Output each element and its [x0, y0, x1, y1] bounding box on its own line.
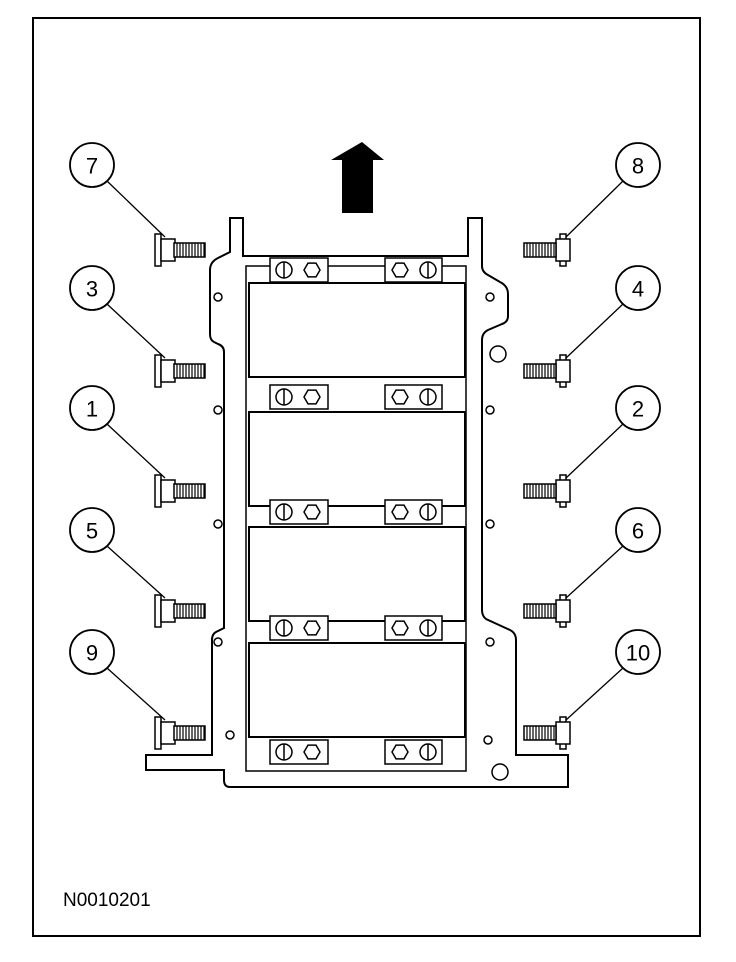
locating-hole [213, 519, 223, 529]
callout-circle [69, 385, 115, 431]
locating-hole [485, 637, 495, 647]
callout-number: 1 [86, 397, 98, 422]
bearing-cap-pocket [248, 282, 466, 378]
bearing-cap-pocket [248, 411, 466, 507]
flange-bolt-icon [154, 474, 206, 508]
leader-line [106, 423, 166, 479]
bearing-caps [248, 257, 466, 765]
callout-number: 6 [632, 519, 644, 544]
locating-holes [213, 292, 509, 781]
cap-bolt-hex-icon [391, 744, 409, 760]
locating-hole [485, 405, 495, 415]
dowel-hole [489, 345, 507, 363]
cap-bolt-boss [384, 615, 443, 641]
callout-circle [615, 385, 661, 431]
callout-circle [615, 265, 661, 311]
locating-hole [485, 519, 495, 529]
flange-bolt-icon [154, 716, 206, 750]
flange-bolt-icon [523, 233, 571, 267]
callout-number: 8 [632, 154, 644, 179]
flange-bolt-icon [154, 354, 206, 388]
cap-bolt-boss [269, 257, 329, 283]
bolt-callout-7: 7 [69, 142, 206, 267]
bolt-callout-9: 9 [69, 629, 206, 750]
cap-bolt-hex-icon [391, 504, 409, 520]
locating-hole [485, 292, 495, 302]
cap-bolt-boss [384, 739, 443, 765]
figure-id: N0010201 [63, 890, 151, 911]
up-arrow-icon [331, 142, 384, 213]
leader-line [106, 545, 166, 599]
flange-bolt-icon [523, 354, 571, 388]
flange-bolt-icon [523, 474, 571, 508]
flange-bolt-icon [523, 716, 571, 750]
bolt-callout-6: 6 [523, 507, 661, 628]
locating-hole [213, 405, 223, 415]
callout-circle [69, 629, 115, 675]
callout-circle [69, 142, 115, 188]
cap-bolt-hex-icon [391, 389, 409, 405]
callout-number: 7 [86, 154, 98, 179]
flange-bolt-icon [154, 233, 206, 267]
cap-bolt-boss [384, 257, 443, 283]
leader-line [565, 667, 624, 721]
callout-circle [69, 265, 115, 311]
locating-hole [213, 637, 223, 647]
callout-circle [615, 142, 661, 188]
flange-bolt-icon [154, 594, 206, 628]
cap-bolt-hex-icon [303, 504, 321, 520]
flange-bolt-icon [523, 594, 571, 628]
bolt-callout-10: 10 [523, 629, 661, 750]
bolt-callout-3: 3 [69, 265, 206, 388]
bolt-callout-5: 5 [69, 507, 206, 628]
callout-number: 3 [86, 277, 98, 302]
locating-hole [213, 292, 223, 302]
callout-number: 9 [86, 641, 98, 666]
callout-circle [69, 507, 115, 553]
callout-number: 10 [626, 641, 650, 666]
locating-hole [225, 730, 235, 740]
figure-frame [32, 17, 701, 937]
leader-line [106, 303, 166, 359]
leader-line [106, 180, 166, 238]
bolt-callout-4: 4 [523, 265, 661, 388]
cap-bolt-boss [269, 739, 329, 765]
cap-bolt-boss [384, 499, 443, 525]
leader-line [565, 180, 624, 238]
cap-bolt-hex-icon [391, 620, 409, 636]
leader-line [565, 303, 624, 359]
cap-bolt-boss [269, 615, 329, 641]
callout-number: 5 [86, 519, 98, 544]
bolt-callout-1: 1 [69, 385, 206, 508]
callout-number: 4 [632, 277, 644, 302]
callout-circle [615, 507, 661, 553]
dowel-hole [491, 763, 509, 781]
bolt-callout-8: 8 [523, 142, 661, 267]
bolt-callout-2: 2 [523, 385, 661, 508]
cap-bolt-hex-icon [303, 744, 321, 760]
bearing-cap-pocket [248, 526, 466, 622]
cap-bolt-hex-icon [303, 389, 321, 405]
cap-bolt-boss [269, 499, 329, 525]
leader-line [565, 545, 624, 599]
cap-bolt-boss [269, 384, 329, 410]
cap-bolt-hex-icon [391, 262, 409, 278]
callout-circle [615, 629, 661, 675]
cap-bolt-hex-icon [303, 262, 321, 278]
leader-line [565, 423, 624, 479]
bearing-cap-pocket [248, 642, 466, 738]
leader-line [106, 667, 166, 721]
girdle-outline [145, 217, 569, 788]
callout-number: 2 [632, 397, 644, 422]
bolt-callouts: 7 8 3 4 1 2 5 6 9 10 [69, 142, 661, 750]
cap-bolt-boss [384, 384, 443, 410]
locating-hole [483, 735, 493, 745]
cap-bolt-hex-icon [303, 620, 321, 636]
